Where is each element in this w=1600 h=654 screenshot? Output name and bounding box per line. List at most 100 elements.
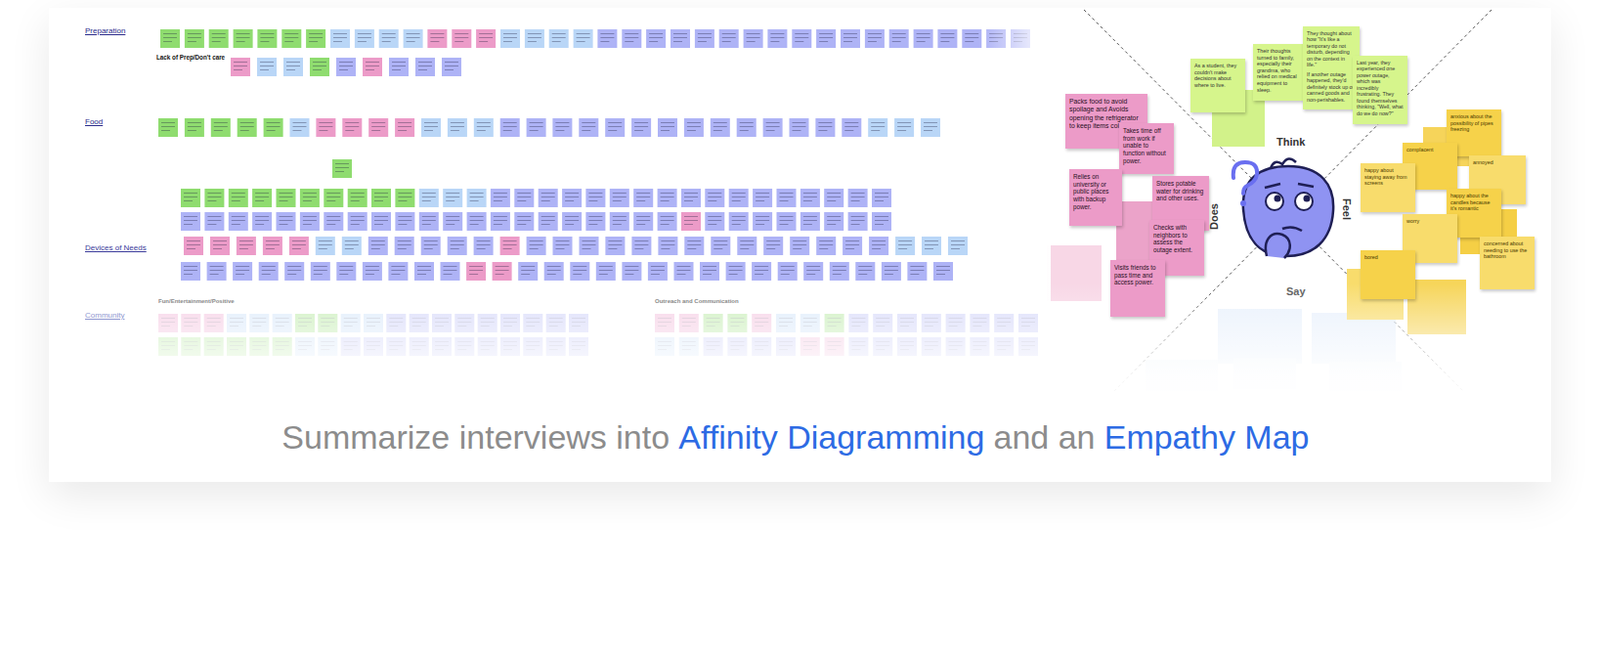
note-scribble [898,244,912,246]
note-scribble [266,129,276,131]
note-scribble [213,244,227,246]
sticky-note [657,188,678,208]
note-scribble [326,223,336,225]
sticky-note [330,29,350,48]
note-scribble [884,269,899,271]
note-scribble [187,33,202,35]
note-scribble [236,41,246,43]
note-scribble [454,33,469,35]
note-scribble [450,240,465,242]
sticky-note [752,188,773,208]
note-scribble [302,219,317,221]
note-scribble [308,41,318,43]
sticky-note [549,29,569,48]
sticky-note: happy about staying away from screens [1360,163,1416,213]
note-scribble [660,200,670,202]
sticky-note [368,118,389,137]
note-scribble [867,37,882,39]
note-scribble [660,244,675,246]
note-scribble [259,33,274,35]
sticky-note [605,118,625,137]
note-scribble [213,240,227,242]
note-scribble [702,273,712,275]
caption-part: Affinity Diagramming [678,418,985,456]
note-scribble [806,265,821,267]
note-scribble [779,219,794,221]
sticky-note [646,29,666,48]
sticky-note [442,212,463,231]
note-scribble [636,223,646,225]
sticky-row [180,188,892,208]
sticky-note [394,212,415,231]
note-scribble [766,248,776,250]
note-scribble [371,126,386,128]
sticky-note [609,188,630,208]
sticky-row [160,29,1031,48]
note-scribble [333,33,347,35]
note-scribble [444,69,454,71]
note-scribble [183,265,198,267]
note-scribble [874,200,884,202]
note-scribble [286,61,301,63]
note-scribble [163,37,177,39]
sticky-note [421,118,441,137]
note-scribble [572,265,587,267]
quadrant-label: Does [1208,204,1220,231]
note-scribble [390,269,405,271]
sticky-note [894,118,914,137]
note-scribble [547,269,562,271]
sticky-note [180,188,201,208]
sticky-note [552,118,572,137]
note-scribble [374,196,389,198]
note-scribble [858,269,872,271]
note-scribble [478,41,488,43]
note-scribble [339,265,353,267]
note-scribble [495,265,510,267]
note-scribble [564,216,579,217]
note-scribble [803,219,818,221]
note-scribble [450,126,465,128]
note-scribble [729,265,743,267]
note-scribble [503,41,513,43]
note-scribble [302,223,312,225]
note-scribble [897,126,911,128]
note-scribble [779,223,789,225]
sticky-note [500,118,520,137]
sticky-note [855,261,875,281]
sticky-note [933,261,953,281]
sticky-note [633,212,653,231]
note-scribble [792,240,807,242]
note-scribble [916,41,926,43]
note-scribble [406,33,421,35]
note-scribble [650,273,660,275]
note-scribble [844,126,859,128]
note-scribble [687,129,696,131]
sticky-note [211,118,231,137]
sticky-note [276,212,297,231]
note-scribble [430,37,444,39]
sticky-note [585,212,606,231]
sticky-note [573,29,594,48]
note-scribble [792,244,807,246]
note-scribble [443,273,453,275]
note-scribble [365,265,380,267]
note-scribble [318,122,333,124]
note-scribble [450,244,465,246]
note-scribble [687,244,701,246]
sticky-note [492,261,513,281]
note-scribble [660,240,675,242]
note-scribble [279,200,289,202]
note-scribble [374,216,389,217]
note-scribble [235,265,250,267]
note-scribble [806,273,816,275]
note-scribble [803,192,818,194]
sticky-note [232,261,253,281]
note-scribble [302,216,317,217]
sticky-note [842,236,863,256]
note-scribble [564,196,579,198]
note-scribble [345,240,359,242]
note-scribble [313,265,328,267]
note-scribble [792,122,807,124]
note-scribble [231,219,246,221]
note-scribble [951,244,965,246]
